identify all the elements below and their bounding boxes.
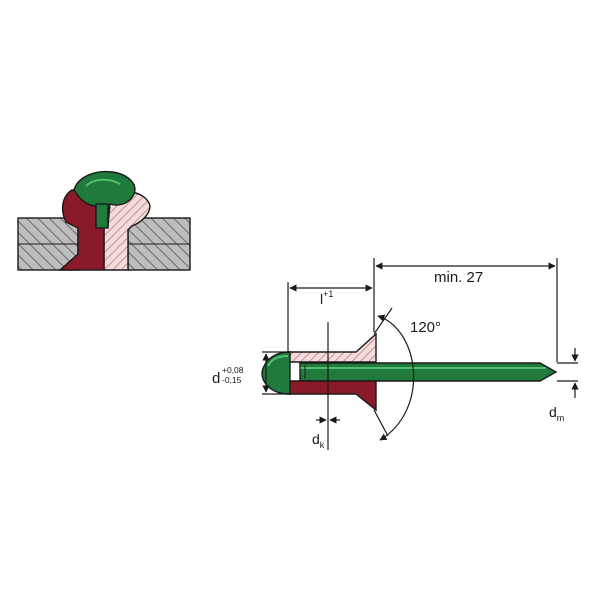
mandrel-shank-installed (95, 203, 109, 229)
mandrel-shank (299, 362, 558, 382)
diameter-tol-upper: +0,08 (222, 365, 244, 375)
sleeve-solid (58, 189, 105, 271)
angle-arc (377, 314, 415, 441)
sleeve-upper-hatched (287, 332, 377, 363)
angle-label: 120° (410, 319, 441, 336)
sleeve-lower-solid (287, 380, 377, 412)
grip-length-label: l+1 (320, 289, 333, 307)
installed-rivet-section (17, 170, 191, 271)
rivet-dimension-view: min. 27 l+1 120° d +0,08 -0,15 dk (212, 258, 579, 450)
diameter-label: d (212, 370, 220, 387)
diameter-tol-lower: -0,15 (222, 375, 242, 385)
min-length-label: min. 27 (434, 269, 483, 286)
mandrel-head-installed (73, 170, 136, 227)
head-diameter-label: dk (312, 431, 325, 450)
mandrel-diameter-label: dm (549, 404, 564, 423)
